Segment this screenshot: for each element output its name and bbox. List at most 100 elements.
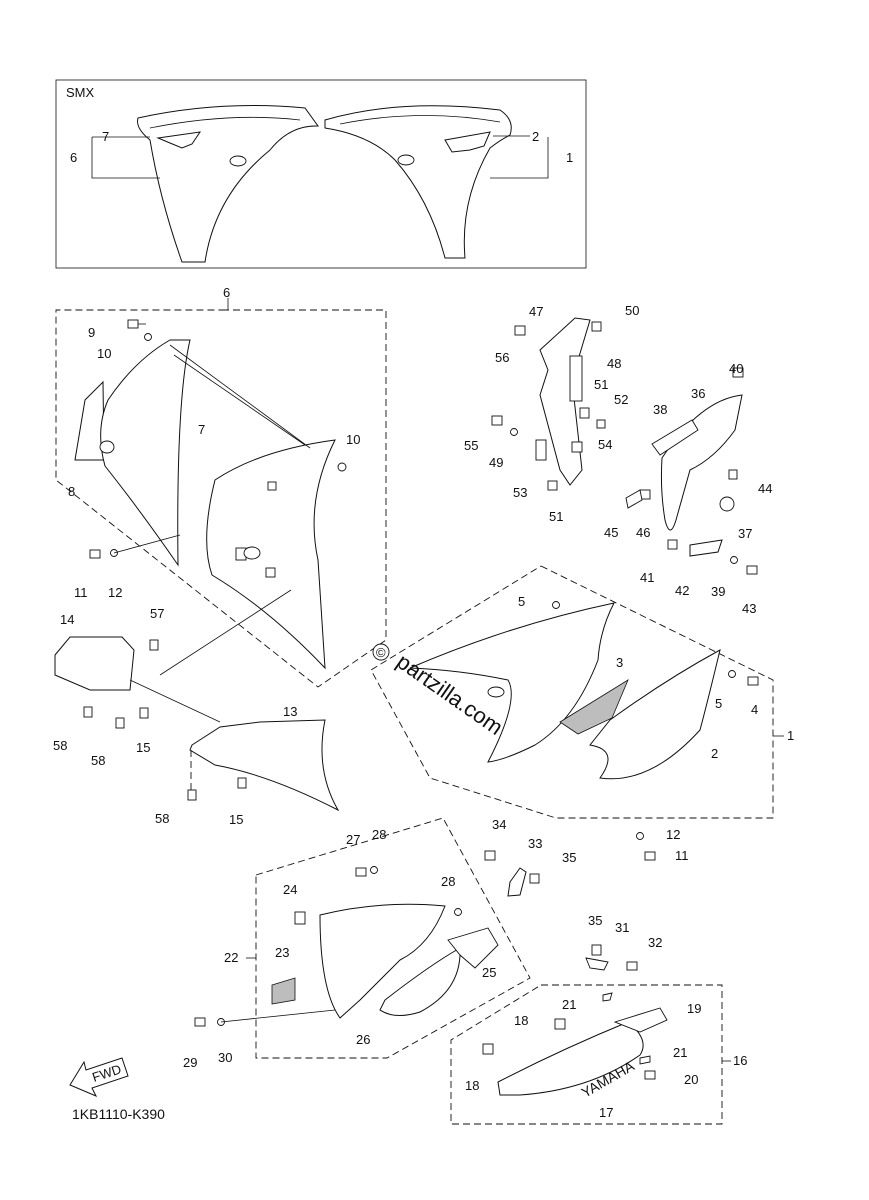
smx-right-trim	[339, 115, 501, 125]
callout-18b: 18	[465, 1078, 479, 1093]
fwd-arrow-shape	[69, 1057, 129, 1097]
callout-57: 57	[150, 606, 164, 621]
part-22-panel	[319, 903, 446, 1019]
mirror-bracket-assembly: 40 36 38 44 45 46 37 41 42 39 43	[604, 361, 772, 616]
callout-14: 14	[60, 612, 74, 627]
callout-55: 55	[464, 438, 478, 453]
upper-bracket-assembly: 47 50 56 48 51 52 55 54 49 53 51	[464, 303, 639, 524]
callout-17: 17	[599, 1105, 613, 1120]
callout-45: 45	[604, 525, 618, 540]
part-17-cover	[497, 1021, 644, 1096]
callout-11b: 11	[675, 848, 689, 863]
callout-42: 42	[675, 583, 689, 598]
part-21-pad	[602, 992, 613, 1002]
part-14-bracket	[54, 636, 135, 691]
washer-10b	[337, 462, 347, 472]
smx-right-r1-logo	[444, 131, 491, 153]
callout-25: 25	[482, 965, 496, 980]
group-6-boundary	[55, 309, 387, 688]
callout-28b: 28	[441, 874, 455, 889]
callout-18a: 18	[514, 1013, 528, 1028]
callout-35b: 35	[588, 913, 602, 928]
callout-30: 30	[218, 1050, 232, 1065]
part-23-decal	[271, 977, 296, 1005]
part-48-pad	[569, 355, 583, 402]
stay-33-assembly: 34 33 35	[484, 817, 576, 897]
part-13-undercowl	[189, 719, 340, 812]
part-8-strip	[74, 380, 105, 461]
copyright-circle	[372, 643, 390, 661]
part-42-clip	[689, 539, 723, 557]
callout-48: 48	[607, 356, 621, 371]
callout-29: 29	[183, 1055, 197, 1070]
fwd-arrow: FWD	[69, 1057, 129, 1097]
smx-left-hole	[229, 155, 247, 167]
smx-box	[55, 79, 587, 269]
grommet-37	[719, 496, 735, 512]
part-38-pad	[651, 419, 699, 456]
callout-15a: 15	[136, 740, 150, 755]
bracket-assembly: 14 57 13 58 58 15 58 15	[53, 589, 340, 827]
smx-left-trim	[149, 116, 301, 129]
callout-13: 13	[283, 704, 297, 719]
callout-28a: 28	[372, 827, 386, 842]
inner-cowling	[206, 439, 336, 670]
callout-5a: 5	[518, 594, 525, 609]
callout-41: 41	[640, 570, 654, 585]
part-33-stay	[507, 867, 527, 897]
part-7-panel	[100, 339, 191, 567]
callout-16: 16	[733, 1053, 747, 1068]
callout-24: 24	[283, 882, 297, 897]
part-36-bracket	[660, 394, 743, 531]
group-1-right-cowling: 1 5 3 5 4 2 12 11	[370, 565, 794, 863]
callout-6: 6	[223, 285, 230, 300]
callout-58b: 58	[91, 753, 105, 768]
part-26-panel	[379, 947, 461, 1016]
callout-58a: 58	[53, 738, 67, 753]
callout-10b: 10	[346, 432, 360, 447]
callout-27: 27	[346, 832, 360, 847]
callout-56: 56	[495, 350, 509, 365]
callout-39: 39	[711, 584, 725, 599]
part-47-stay	[539, 317, 591, 486]
copyright-symbol: ©	[376, 645, 386, 660]
group-6-left-cowling: 6 9 10 7 8 10 11 12	[55, 285, 387, 688]
callout-23: 23	[275, 945, 289, 960]
callout-33: 33	[528, 836, 542, 851]
washer-10	[144, 333, 152, 341]
callout-46: 46	[636, 525, 650, 540]
smx-label: SMX	[66, 85, 95, 100]
callout-7: 7	[198, 422, 205, 437]
part-19-pad	[613, 1007, 668, 1033]
callout-44: 44	[758, 481, 772, 496]
callout-26: 26	[356, 1032, 370, 1047]
callout-40: 40	[729, 361, 743, 376]
callout-34: 34	[492, 817, 506, 832]
smx-left-panel	[137, 105, 320, 263]
callout-52: 52	[614, 392, 628, 407]
part-2b-panel	[589, 649, 721, 780]
callout-51a: 51	[594, 377, 608, 392]
callout-12: 12	[108, 585, 122, 600]
callout-1-smx: 1	[566, 150, 573, 165]
callout-10: 10	[97, 346, 111, 361]
callout-12b: 12	[666, 827, 680, 842]
callout-53: 53	[513, 485, 527, 500]
callout-6-smx: 6	[70, 150, 77, 165]
callout-22: 22	[224, 950, 238, 965]
callout-4: 4	[751, 702, 758, 717]
callout-1: 1	[787, 728, 794, 743]
callout-2-smx: 2	[532, 129, 539, 144]
part-31-stay	[585, 957, 609, 971]
callout-32: 32	[648, 935, 662, 950]
smx-left-r1-logo	[156, 131, 202, 149]
callout-50: 50	[625, 303, 639, 318]
callout-11: 11	[74, 585, 88, 600]
callout-37: 37	[738, 526, 752, 541]
diagram-code: 1KB1110-K390	[72, 1106, 165, 1122]
callout-21b: 21	[673, 1045, 687, 1060]
screw-57	[149, 639, 159, 651]
callout-8: 8	[68, 484, 75, 499]
callout-49: 49	[489, 455, 503, 470]
